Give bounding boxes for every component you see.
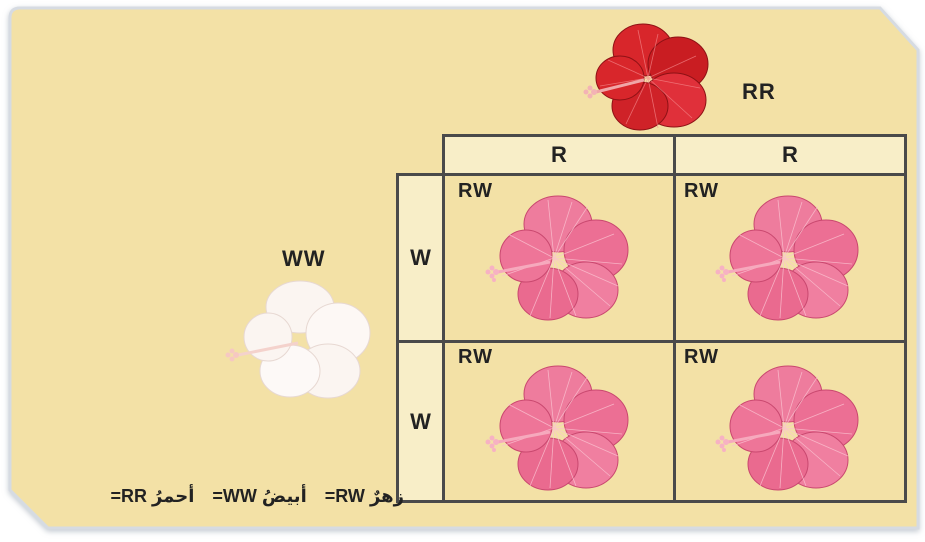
legend-white-code: =WW — [212, 485, 257, 506]
red-hibiscus-icon — [583, 23, 709, 131]
legend: زهرٌ =RW أبيضُ =WW أحمرُ =RR — [14, 478, 404, 514]
pink-hibiscus-icon — [484, 194, 630, 322]
white-hibiscus-icon — [225, 280, 371, 399]
cell-2-genotype: RW — [684, 180, 719, 202]
cell-3-genotype: RW — [458, 346, 493, 368]
column-header-2-label: R — [782, 142, 798, 167]
legend-pink: زهرٌ =RW — [325, 486, 404, 507]
left-parent-genotype: WW — [282, 246, 326, 271]
legend-white-word: أبيضُ — [261, 485, 307, 506]
pink-hibiscus-icon — [714, 194, 860, 322]
top-parent-genotype: RR — [742, 79, 776, 104]
red-petals — [583, 23, 709, 131]
row-header-1-label: W — [410, 245, 431, 270]
legend-red: أحمرُ =RR — [110, 486, 194, 507]
row-header-2-label: W — [410, 408, 431, 434]
row-header-1: W — [396, 173, 445, 343]
pink-hibiscus-icon — [484, 364, 630, 492]
legend-red-code: =RR — [110, 485, 147, 506]
legend-red-word: أحمرُ — [151, 485, 195, 506]
legend-white: أبيضُ =WW — [212, 486, 306, 507]
pink-hibiscus-icon — [714, 364, 860, 492]
cell-4-genotype: RW — [684, 346, 719, 368]
punnett-cell-4 — [673, 340, 907, 503]
column-header-1-label: R — [551, 142, 567, 167]
legend-pink-code: =RW — [324, 485, 365, 506]
legend-pink-word: زهرٌ — [369, 485, 404, 506]
column-header-2: R — [673, 134, 907, 176]
cell-1-genotype: RW — [458, 180, 493, 202]
column-header-1: R — [442, 134, 676, 176]
